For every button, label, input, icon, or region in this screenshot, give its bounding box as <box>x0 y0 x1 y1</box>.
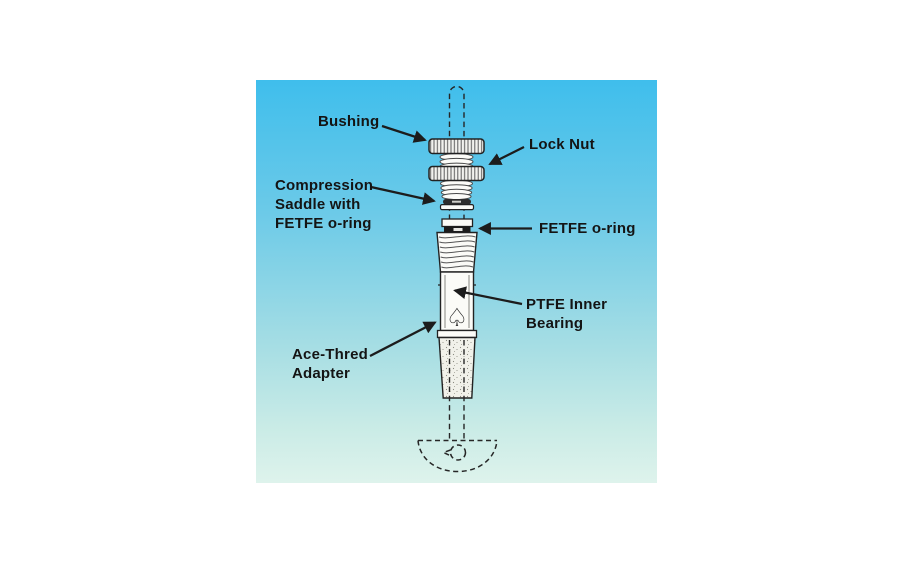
fetfe-oring-part <box>441 218 474 233</box>
ace-thred-adapter-label: Ace-Thred Adapter <box>292 345 368 383</box>
ptfe-inner-bearing-label-line2: Bearing <box>526 315 584 332</box>
ground-glass-joint <box>438 336 476 399</box>
ace-thred-adapter-arrow <box>369 321 437 358</box>
compression-saddle-label: Compression Saddle with FETFE o-ring <box>275 176 373 233</box>
adapter-flange <box>436 329 478 339</box>
bushing-arrow <box>381 124 427 143</box>
compression-saddle-label-line1: Compression <box>275 177 374 194</box>
compression-saddle-arrow <box>370 185 436 205</box>
stir-paddle-dashed <box>417 439 498 473</box>
ptfe-inner-bearing-label: PTFE Inner Bearing <box>526 295 607 333</box>
bushing-label-text: Bushing <box>318 113 380 130</box>
ptfe-inner-bearing-arrow <box>453 286 523 306</box>
stir-shaft-dashed-lower <box>448 340 465 440</box>
bushing-label: Bushing <box>318 112 379 131</box>
lock-nut-label-text: Lock Nut <box>529 136 595 153</box>
adapter-threaded-section <box>436 231 478 273</box>
compression-saddle-part <box>439 199 475 211</box>
ace-thred-adapter-label-line2: Adapter <box>292 365 351 382</box>
lock-nut-part <box>428 165 485 182</box>
compression-saddle-label-line2: Saddle with <box>275 196 361 213</box>
ptfe-inner-bearing-label-line1: PTFE Inner <box>526 296 608 313</box>
compression-saddle-label-line3: FETFE o-ring <box>275 215 372 232</box>
lock-nut-arrow <box>488 145 525 166</box>
thread-neck-lower <box>440 179 473 200</box>
ace-thred-adapter-label-line1: Ace-Thred <box>292 346 368 363</box>
spade-icon: ♤ <box>446 303 468 332</box>
leader-arrows <box>369 124 532 358</box>
ptfe-inner-bearing-part: ♤ <box>438 271 476 332</box>
diagram-panel: ♤ <box>256 80 657 483</box>
fetfe-oring-label: FETFE o-ring <box>539 219 636 238</box>
fetfe-oring-label-text: FETFE o-ring <box>539 220 636 237</box>
lock-nut-label: Lock Nut <box>529 135 595 154</box>
bushing-part <box>428 138 485 155</box>
glassware-diagram: ♤ <box>369 85 532 473</box>
